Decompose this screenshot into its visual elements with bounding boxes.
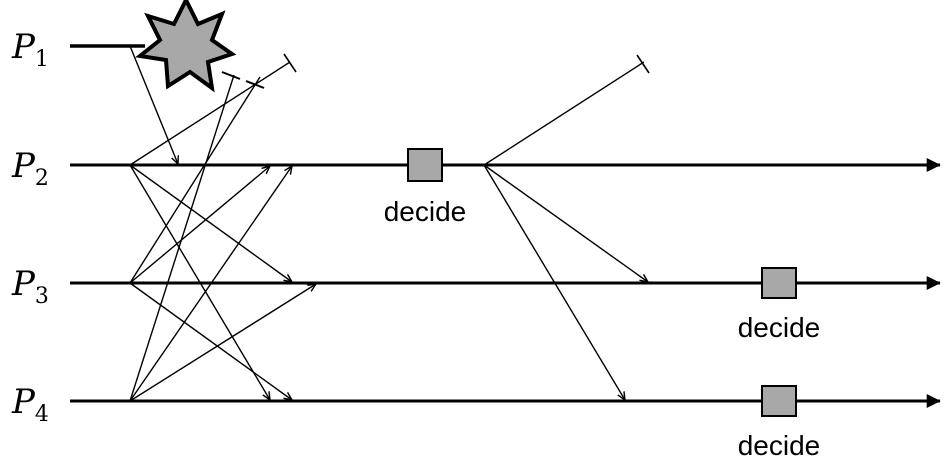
message-p4-p2 xyxy=(129,166,292,402)
messages-from-p3 xyxy=(129,76,292,400)
decide-box-p3 xyxy=(761,267,797,299)
message-p3-p2 xyxy=(129,166,270,284)
message-p4-p3 xyxy=(129,284,316,402)
decide-label-p4: decide xyxy=(738,430,821,461)
messages-from-p2 xyxy=(129,61,292,400)
message-p2-p4 xyxy=(129,164,270,400)
message-p3-p4 xyxy=(129,282,292,400)
crash-star-icon xyxy=(135,0,237,93)
message-p2-p3-round2 xyxy=(483,164,648,282)
message-p3-p1-lost xyxy=(129,76,261,284)
decide-box-p4 xyxy=(761,385,797,417)
message-p2-p1-lost-round2 xyxy=(483,61,645,166)
lost-tick-p2 xyxy=(283,53,297,73)
process-label-p2: P2 xyxy=(11,146,49,191)
process-label-p3: P3 xyxy=(11,264,49,309)
crash-dash-1 xyxy=(221,71,241,80)
message-p2-p3 xyxy=(129,164,292,282)
process-label-p1: P1 xyxy=(11,27,49,72)
crash-dash-2 xyxy=(245,80,265,89)
messages-from-p1 xyxy=(129,45,178,164)
message-p2-p4-round2 xyxy=(483,164,625,400)
decide-label-p3: decide xyxy=(738,312,821,343)
messages-from-p2-round2 xyxy=(483,61,648,400)
process-label-p4: P4 xyxy=(11,382,49,427)
message-p1-p2 xyxy=(129,45,178,164)
message-p2-p1-lost xyxy=(129,61,291,166)
decide-label-p2: decide xyxy=(384,196,467,227)
lost-tick-p2-round2 xyxy=(636,54,650,74)
decide-box-p2 xyxy=(407,148,443,182)
message-p4-p1-lost xyxy=(129,74,235,402)
messages-from-p4 xyxy=(129,74,316,402)
